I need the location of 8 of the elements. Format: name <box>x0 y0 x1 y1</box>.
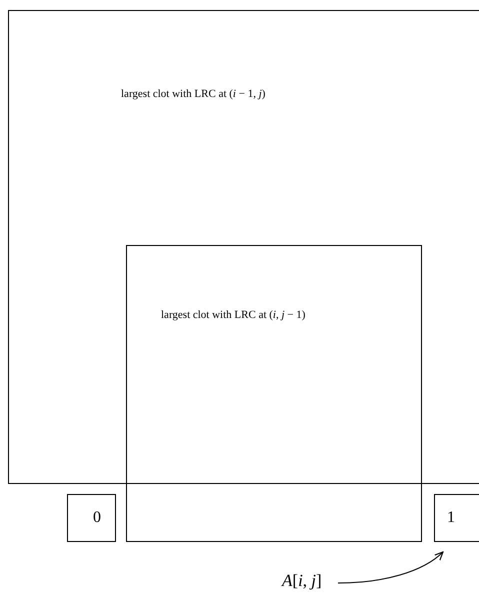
array-cell: 1 <box>434 494 479 542</box>
region-label: largest clot with LRC at (i, j − 1) <box>161 308 306 323</box>
curved-arrow <box>338 551 444 584</box>
region-box <box>126 245 422 542</box>
cell-reference-label: A[i, j] <box>282 568 322 594</box>
region-box <box>8 10 479 484</box>
region-label: largest clot with LRC at (i − 1, j) <box>121 87 266 102</box>
array-cell: 0 <box>67 494 116 542</box>
